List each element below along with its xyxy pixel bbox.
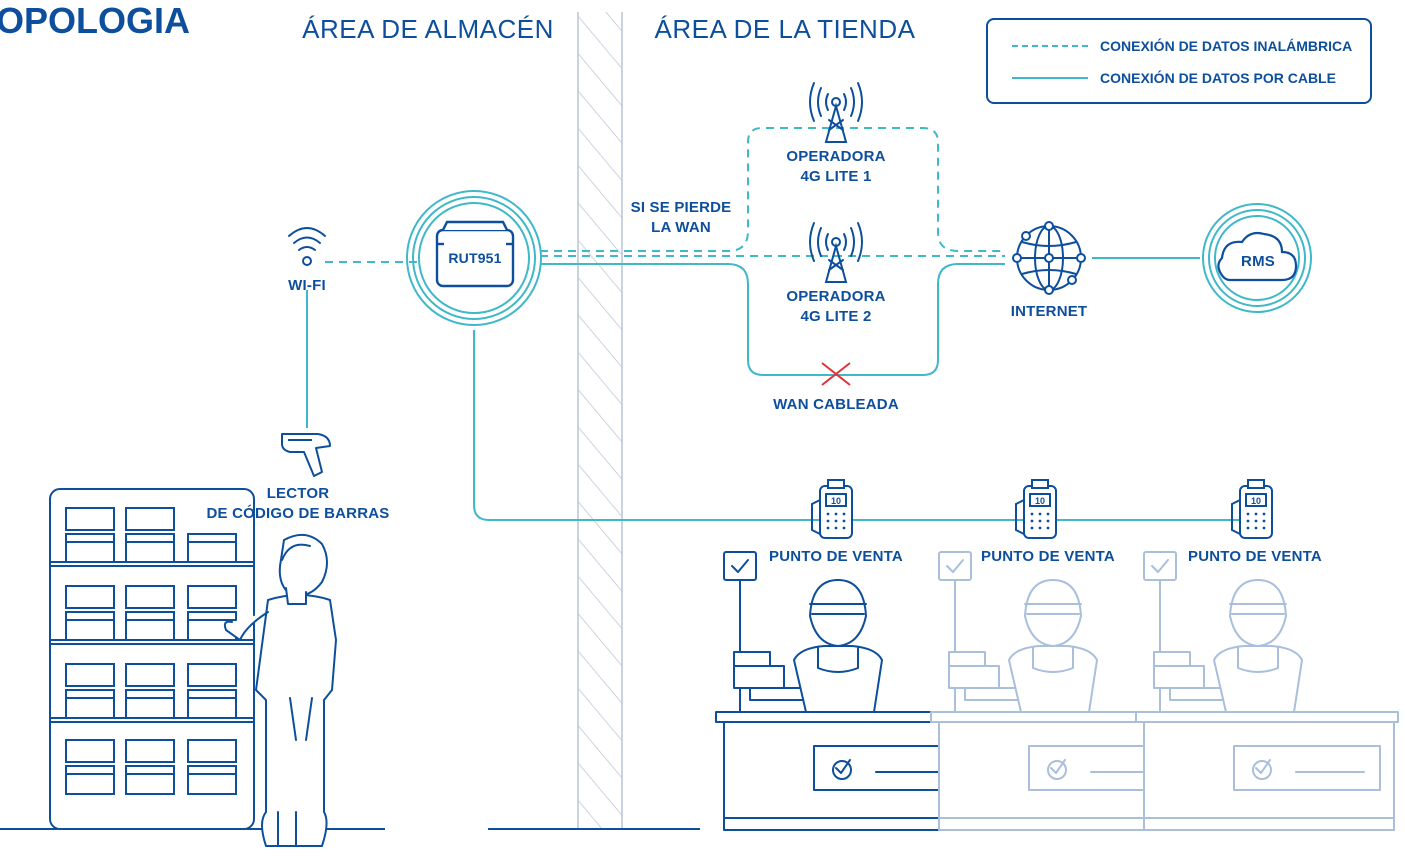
barcode-scanner-icon	[281, 433, 331, 477]
shelf-box	[125, 533, 175, 563]
internet-label: INTERNET	[1010, 303, 1088, 320]
check-icon	[1151, 559, 1169, 573]
wall	[577, 12, 623, 830]
wired-wan-link	[540, 263, 1005, 376]
legend-wired-label: CONEXIÓN DE DATOS POR CABLE	[1100, 70, 1336, 86]
router-device	[435, 220, 515, 288]
checkout-counter	[715, 551, 979, 831]
legend-wired-swatch	[1012, 77, 1088, 79]
shelf-box	[65, 663, 115, 687]
shelf-box	[125, 689, 175, 719]
wifi-icon	[288, 227, 326, 266]
shelf-box	[187, 533, 237, 563]
pos-terminal-screen: 10	[831, 496, 841, 506]
shelf-box	[187, 765, 237, 795]
carrier2-label: OPERADORA 4G LITE 2	[786, 287, 885, 327]
check-icon	[731, 559, 749, 573]
shelf-box	[65, 533, 115, 563]
failover-note: SI SE PIERDE LA WAN	[631, 198, 732, 238]
carrier1-label-line1: OPERADORA	[786, 148, 886, 165]
router-label: RUT951	[448, 250, 502, 266]
carrier2-label-line1: OPERADORA	[786, 288, 886, 305]
shelf-box	[65, 689, 115, 719]
checkout-sign	[1143, 551, 1177, 581]
pos-terminals: 10 10 10	[811, 479, 1273, 539]
cashier-body	[793, 645, 883, 713]
legend-wired: CONEXIÓN DE DATOS POR CABLE	[1012, 70, 1336, 86]
carrier1-label: OPERADORA 4G LITE 1	[786, 147, 885, 187]
tower-icon-1	[809, 82, 863, 143]
shelf-box	[65, 507, 115, 531]
shelf-box	[187, 689, 237, 719]
pos-label-3: PUNTO DE VENTA	[1188, 548, 1322, 565]
shelf-box	[65, 739, 115, 763]
pos-terminal-screen: 10	[1035, 496, 1045, 506]
shelf-box	[65, 611, 115, 641]
checkout-sign	[938, 551, 972, 581]
tower-icon-2	[809, 222, 863, 283]
store-area-label: ÁREA DE LA TIENDA	[654, 14, 916, 44]
carrier1-label-line2: 4G LITE 1	[800, 168, 872, 185]
legend-wireless: CONEXIÓN DE DATOS INALÁMBRICA	[1012, 38, 1352, 54]
shelf-box	[125, 611, 175, 641]
cashier-body	[1008, 645, 1098, 713]
shelf-box	[125, 663, 175, 687]
router-icon	[406, 190, 542, 326]
connections	[306, 127, 1246, 521]
rms-label: RMS	[1241, 253, 1275, 270]
counter-panel	[813, 745, 961, 791]
shelf-box	[125, 765, 175, 795]
shelf-boxes	[65, 507, 237, 795]
carrier2-label-line2: 4G LITE 2	[800, 308, 872, 325]
checkout-counters	[715, 551, 1399, 831]
legend-wireless-label: CONEXIÓN DE DATOS INALÁMBRICA	[1100, 38, 1353, 54]
pos-terminal-icon: 10	[1015, 479, 1057, 539]
wired-wan-label: WAN CABLEADA	[773, 396, 899, 413]
check-icon	[1050, 759, 1066, 774]
legend: CONEXIÓN DE DATOS INALÁMBRICA CONEXIÓN D…	[986, 18, 1372, 104]
scanner-label-line2: DE CÓDIGO DE BARRAS	[206, 505, 390, 522]
scanner-label-line1: LECTOR	[266, 485, 330, 502]
shelf-box	[125, 507, 175, 531]
shelf-box	[187, 663, 237, 687]
internet-globe-icon	[1012, 221, 1086, 295]
warehouse-area-label: ÁREA DE ALMACÉN	[302, 14, 554, 44]
shelf-box	[125, 739, 175, 763]
failover-note-line1: SI SE PIERDE	[630, 199, 732, 216]
scanner-label: LECTOR DE CÓDIGO DE BARRAS	[207, 484, 390, 524]
wifi-label: WI-FI	[288, 277, 326, 294]
shelf-box	[187, 585, 237, 609]
pos-terminal-icon: 10	[811, 479, 853, 539]
pos-wired-link	[473, 330, 1246, 521]
check-icon	[1255, 759, 1271, 774]
page-title: OPOLOGIA	[0, 0, 191, 41]
shelf-box	[187, 739, 237, 763]
pos-label-1: PUNTO DE VENTA	[769, 548, 903, 565]
checkout-sign	[723, 551, 757, 581]
check-icon	[946, 559, 964, 573]
wan-failure-icon	[821, 362, 851, 386]
shelf-box	[125, 585, 175, 609]
pos-label-2: PUNTO DE VENTA	[981, 548, 1115, 565]
check-icon	[835, 759, 851, 774]
counter-panel	[1233, 745, 1381, 791]
cashier-body	[1213, 645, 1303, 713]
pos-terminal-icon: 10	[1231, 479, 1273, 539]
rms-cloud-icon	[1202, 203, 1312, 313]
shelf-box	[65, 765, 115, 795]
pos-terminal-screen: 10	[1251, 496, 1261, 506]
counter-top	[1135, 711, 1399, 723]
shelf-box	[65, 585, 115, 609]
warehouse-worker	[223, 533, 337, 847]
checkout-counter	[1135, 551, 1399, 831]
failover-note-line2: LA WAN	[651, 219, 711, 236]
legend-wireless-swatch	[1012, 45, 1088, 47]
